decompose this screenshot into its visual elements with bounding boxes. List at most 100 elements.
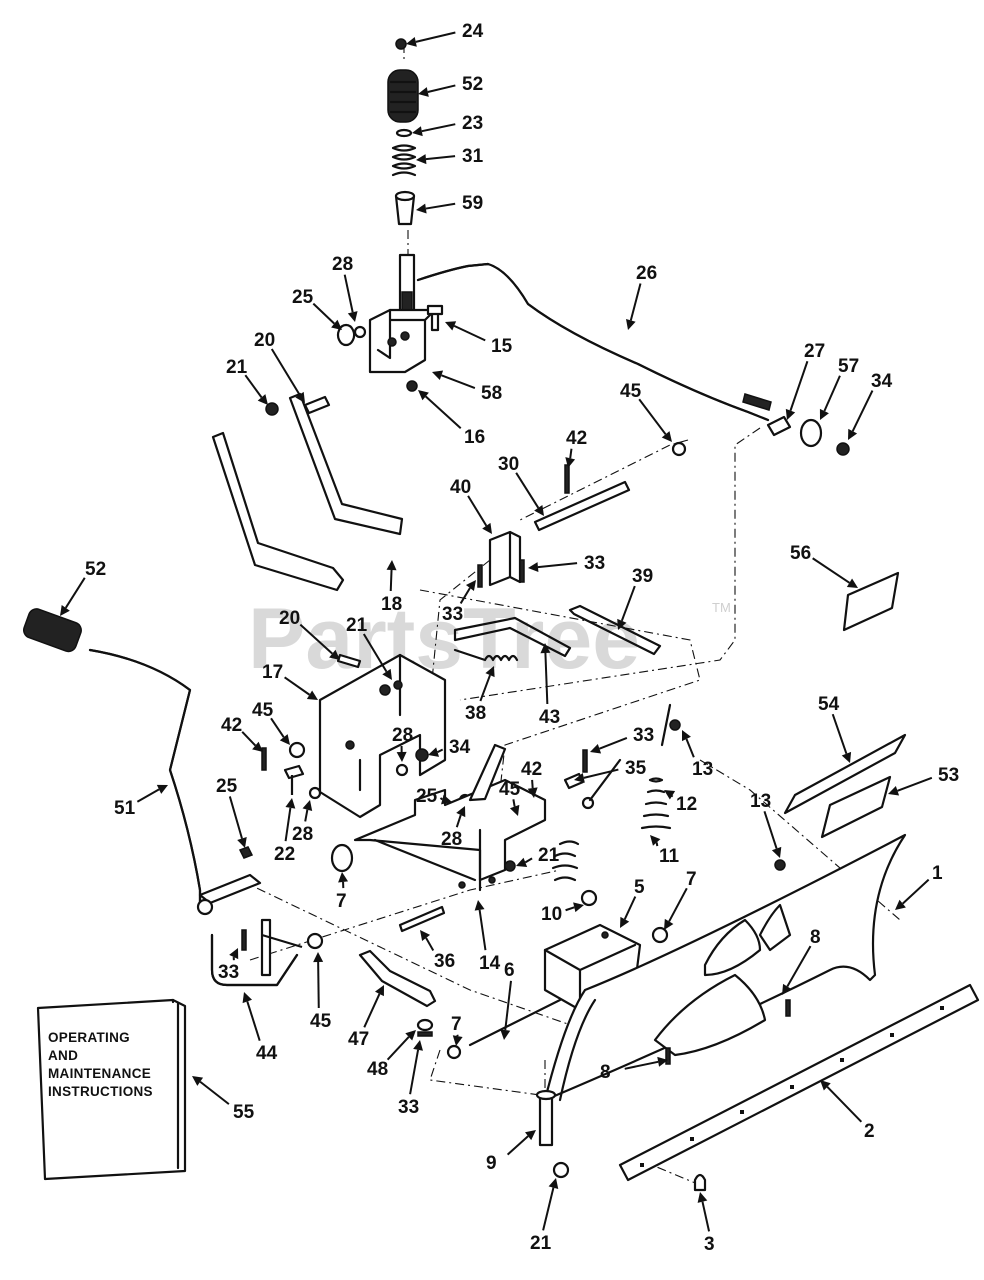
part-21-nut xyxy=(265,402,279,416)
leader-line xyxy=(409,1049,420,1095)
manual-line-3: MAINTENANCE xyxy=(48,1066,151,1081)
part-number-label: 31 xyxy=(462,146,484,167)
rod-26 xyxy=(416,262,772,422)
leader-line xyxy=(455,814,462,828)
part-15-bolt xyxy=(426,304,444,332)
leader-line xyxy=(343,274,354,313)
part-18-link-a xyxy=(211,431,345,592)
cutting-edge-2 xyxy=(618,983,980,1192)
leader-line xyxy=(228,796,243,839)
callout-c45b: 45 xyxy=(252,700,290,745)
part-number-label: 21 xyxy=(538,845,560,866)
leader-line xyxy=(312,302,335,325)
callout-c45c: 45 xyxy=(499,779,521,816)
part-21-nut-b xyxy=(393,680,403,690)
lift-lever xyxy=(23,608,262,916)
arrowhead xyxy=(413,1040,423,1051)
leader-line xyxy=(531,779,534,789)
part-number-label: 42 xyxy=(566,428,587,449)
part-number-label: 21 xyxy=(530,1233,552,1254)
part-number-label: 52 xyxy=(462,74,483,95)
leader-line xyxy=(437,748,444,754)
leader-line xyxy=(623,896,637,920)
arrowhead xyxy=(509,804,520,816)
part-28-washer-b xyxy=(395,763,409,777)
part-number-label: 38 xyxy=(465,703,486,724)
leader-line xyxy=(851,390,874,432)
arrowhead xyxy=(405,1030,416,1041)
arrowhead xyxy=(819,408,829,420)
part-52-knob xyxy=(387,69,419,123)
part-11-spring xyxy=(640,777,672,830)
shaft-30 xyxy=(477,441,687,588)
leader-line xyxy=(478,909,487,951)
part-33-pin-d xyxy=(241,929,247,951)
leader-line xyxy=(544,652,549,705)
part-10-nut xyxy=(580,889,598,907)
part-number-label: 52 xyxy=(85,559,106,580)
arrowhead xyxy=(156,784,168,794)
part-number-label: 33 xyxy=(633,725,654,746)
callout-c3: 3 xyxy=(697,1192,715,1255)
callout-c31: 31 xyxy=(416,146,484,167)
part-number-label: 25 xyxy=(292,287,314,308)
part-number-label: 21 xyxy=(226,357,248,378)
part-number-label: 34 xyxy=(871,371,893,392)
callout-c5: 5 xyxy=(620,877,645,928)
leader-line xyxy=(244,374,263,398)
bolt-9 xyxy=(535,1089,570,1179)
callout-c7b: 7 xyxy=(664,869,697,930)
callout-c57: 57 xyxy=(819,356,859,420)
part-number-label: 28 xyxy=(441,829,462,850)
part-number-label: 42 xyxy=(221,715,242,736)
arrowhead xyxy=(657,1056,668,1067)
leader-line xyxy=(421,123,456,133)
callout-c33a: 33 xyxy=(528,553,605,574)
callout-c13b: 13 xyxy=(750,791,782,858)
leader-line xyxy=(823,375,841,412)
part-number-label: 36 xyxy=(434,951,455,972)
part-number-label: 30 xyxy=(498,454,519,475)
spring-38 xyxy=(453,648,519,662)
leader-line xyxy=(199,1080,230,1105)
callout-c33d: 33 xyxy=(218,948,239,983)
callout-c22: 22 xyxy=(274,798,296,865)
arrowhead xyxy=(661,431,672,442)
leader-line xyxy=(304,809,309,822)
leader-line xyxy=(64,577,86,609)
part-number-label: 27 xyxy=(804,341,825,362)
callout-c58: 58 xyxy=(432,370,502,404)
leader-line xyxy=(620,585,636,622)
part-52-grip xyxy=(23,608,82,653)
part-25-clip-b xyxy=(238,846,254,859)
arrowhead xyxy=(456,806,466,818)
blade-mount xyxy=(703,918,762,977)
leader-line xyxy=(459,587,471,604)
leader-line xyxy=(270,717,285,738)
callout-c43: 43 xyxy=(539,643,560,728)
callout-c35: 35 xyxy=(574,758,647,783)
leader-line xyxy=(136,788,160,803)
leader-line xyxy=(427,84,456,93)
callout-c52b: 52 xyxy=(60,559,106,616)
callout-c42c: 42 xyxy=(521,759,542,798)
decals xyxy=(783,571,907,839)
part-number-label: 5 xyxy=(634,877,645,898)
part-number-label: 26 xyxy=(636,263,657,284)
manual-line-1: OPERATING xyxy=(48,1030,130,1045)
part-53-decal xyxy=(820,775,892,839)
leader-line xyxy=(701,1201,711,1232)
part-number-label: 20 xyxy=(254,330,275,351)
callout-c42b: 42 xyxy=(221,715,263,752)
arrowhead xyxy=(279,734,290,745)
leader-line xyxy=(453,324,486,342)
callout-c48: 48 xyxy=(367,1030,416,1080)
arrowhead xyxy=(895,899,906,910)
leader-line xyxy=(467,495,488,527)
leader-line xyxy=(386,1036,410,1061)
part-number-label: 8 xyxy=(810,927,821,948)
leader-line xyxy=(629,283,642,321)
leader-line xyxy=(763,810,778,849)
arrowhead xyxy=(482,522,492,534)
leader-line xyxy=(624,1060,659,1070)
